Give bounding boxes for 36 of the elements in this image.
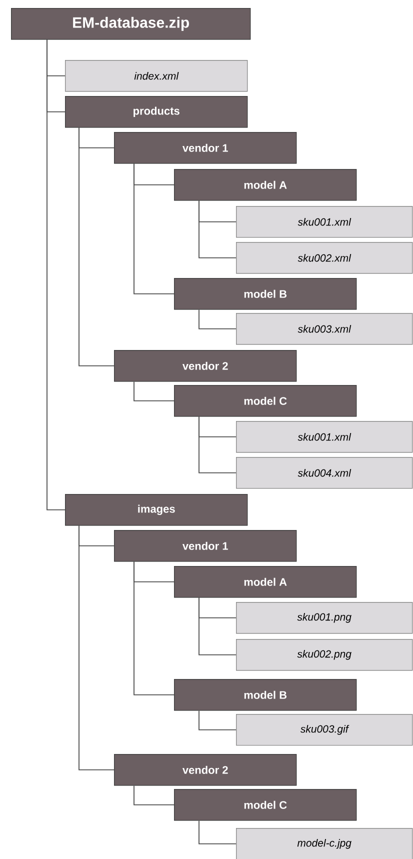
file-box: sku003.gif: [236, 714, 413, 746]
file-box: model-c.jpg: [236, 828, 413, 859]
folder-box: vendor 1: [114, 132, 297, 164]
archive-box: EM-database.zip: [11, 8, 251, 40]
file-box: sku001.png: [236, 602, 413, 634]
folder-box: model C: [174, 385, 357, 417]
folder-box: model B: [174, 679, 357, 711]
folder-box: vendor 1: [114, 530, 297, 562]
tree-connector: [198, 309, 236, 330]
tree-connector: [78, 525, 114, 770]
tree-connector: [198, 710, 236, 730]
folder-box: model A: [174, 169, 357, 201]
folder-box: model B: [174, 278, 357, 310]
file-box: sku002.xml: [236, 242, 413, 274]
file-box: sku004.xml: [236, 457, 413, 489]
file-box: sku001.xml: [236, 206, 413, 238]
tree-connector: [134, 561, 174, 696]
file-box: sku003.xml: [236, 313, 413, 345]
tree-connector: [134, 381, 174, 402]
folder-box: vendor 2: [114, 350, 297, 382]
tree-connector: [198, 200, 236, 258]
tree-connector: [198, 416, 236, 474]
folder-box: vendor 2: [114, 754, 297, 786]
tree-connector: [46, 39, 66, 510]
folder-box: model A: [174, 566, 357, 598]
file-box: sku002.png: [236, 639, 413, 671]
tree-connector: [198, 597, 236, 656]
tree-connector: [134, 785, 174, 806]
tree-connector: [198, 820, 236, 844]
tree-connector: [78, 127, 114, 366]
folder-box: images: [65, 494, 248, 526]
file-box: sku001.xml: [236, 421, 413, 453]
folder-box: model C: [174, 789, 357, 821]
file-box: index.xml: [65, 60, 248, 92]
folder-box: products: [65, 96, 248, 128]
tree-connector: [134, 163, 174, 294]
